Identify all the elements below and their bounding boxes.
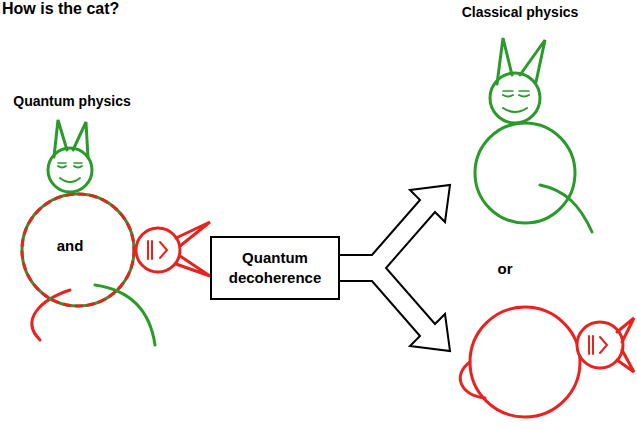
dead-cat xyxy=(460,307,634,417)
process-box: Quantum decoherence xyxy=(210,236,340,300)
section-label: Classical physics xyxy=(462,4,579,20)
alive-cat xyxy=(475,38,592,232)
fork-arrow xyxy=(330,185,450,351)
connective-word: and xyxy=(57,237,84,254)
diagram-title: How is the cat? xyxy=(2,0,119,18)
section-label: Quantum physics xyxy=(13,93,130,109)
superposed-cat xyxy=(22,120,210,345)
box-text: Quantum decoherence xyxy=(218,248,332,289)
connective-word: or xyxy=(498,260,513,277)
